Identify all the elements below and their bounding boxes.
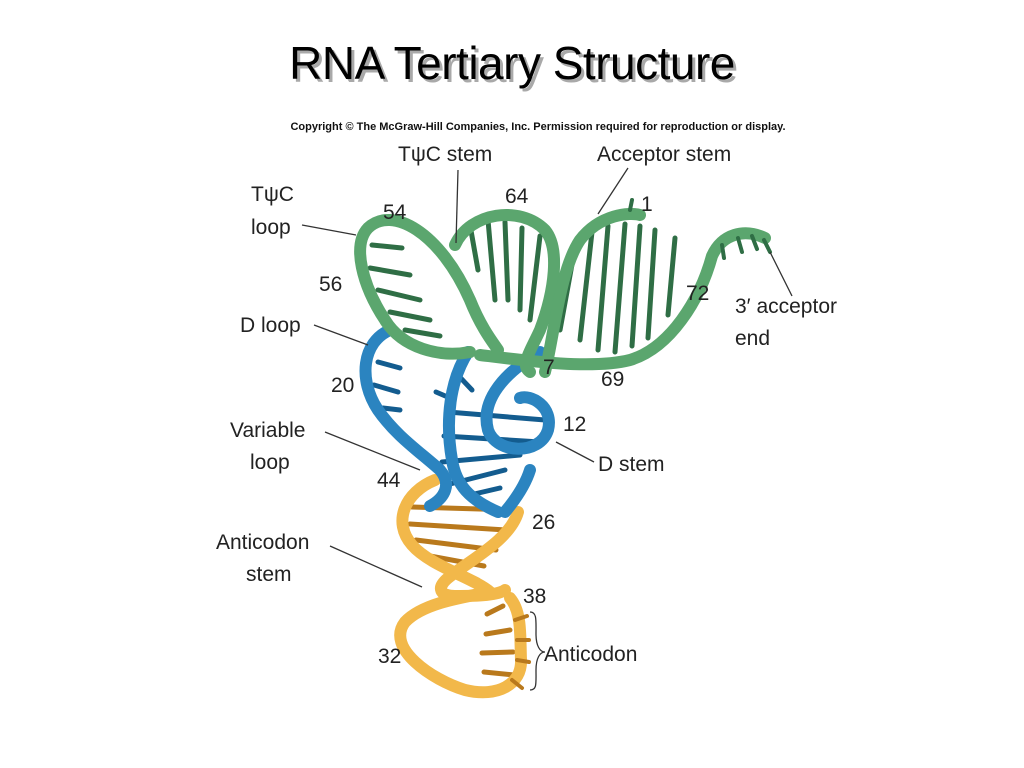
tpsic-stem-label: TψC stem <box>398 143 492 166</box>
position-12: 12 <box>563 413 586 436</box>
d-arm <box>359 324 555 518</box>
anticodon-stem-label-line1: Anticodon <box>216 531 309 554</box>
anticodon-label: Anticodon <box>544 643 637 666</box>
position-32: 32 <box>378 645 401 668</box>
variable-loop-label-line2: loop <box>250 451 290 474</box>
region-labels: TψC stem Acceptor stem TψC loop D loop V… <box>216 143 837 666</box>
acceptor-stem-label: Acceptor stem <box>597 143 731 166</box>
position-44: 44 <box>377 469 401 492</box>
position-54: 54 <box>383 201 407 224</box>
tpsic-loop-label-line1: TψC <box>251 183 294 206</box>
position-72: 72 <box>686 282 709 305</box>
anticodon-stem-label-line2: stem <box>246 563 292 586</box>
tpsic-loop-label-line2: loop <box>251 216 291 239</box>
nucleotide-position-labels: 54 64 1 56 72 20 7 69 12 44 26 38 32 <box>319 185 709 668</box>
acceptor-end-label-line2: end <box>735 327 770 350</box>
position-64: 64 <box>505 185 529 208</box>
position-38: 38 <box>523 585 546 608</box>
position-20: 20 <box>331 374 354 397</box>
slide-title: RNA Tertiary Structure <box>289 37 735 89</box>
position-7: 7 <box>543 356 555 379</box>
position-56: 56 <box>319 273 342 296</box>
d-stem-label: D stem <box>598 453 665 476</box>
variable-loop-label-line1: Variable <box>230 419 306 442</box>
position-1: 1 <box>641 193 653 216</box>
acceptor-end-label-line1: 3′ acceptor <box>735 295 837 318</box>
d-loop-label: D loop <box>240 314 301 337</box>
position-26: 26 <box>532 511 555 534</box>
position-69: 69 <box>601 368 624 391</box>
tpsic-arm-and-acceptor-stem <box>354 198 772 378</box>
copyright-notice: Copyright © The McGraw-Hill Companies, I… <box>290 121 786 133</box>
leader-lines <box>301 167 793 691</box>
